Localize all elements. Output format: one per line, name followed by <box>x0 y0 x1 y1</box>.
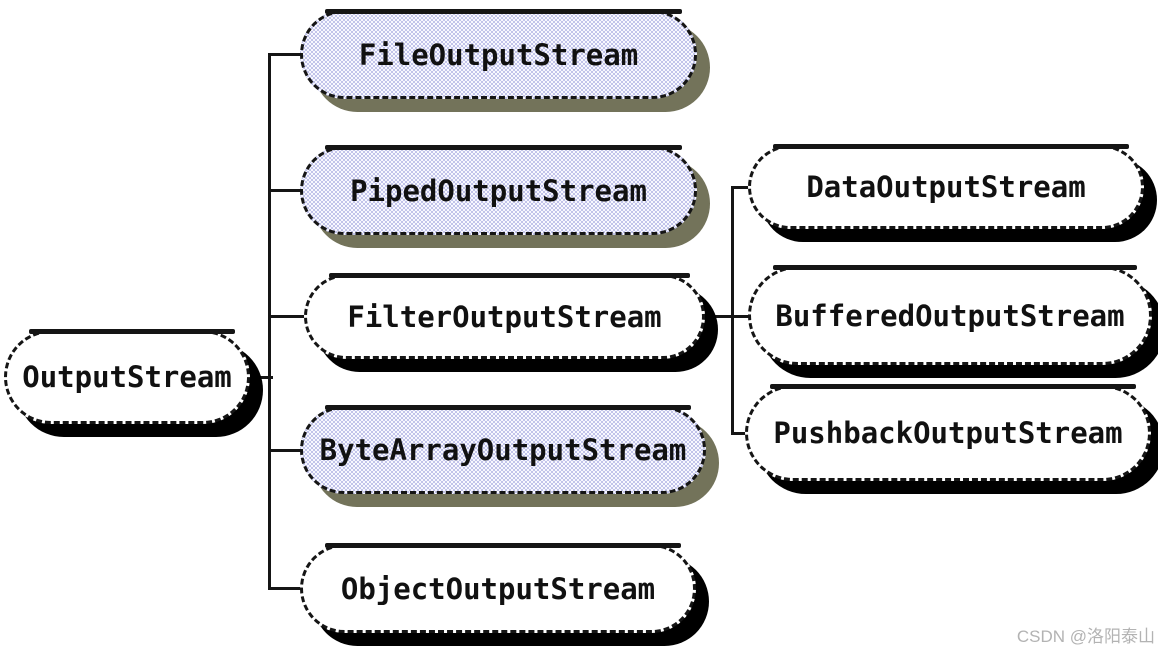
node-bytearrayoutputstream: ByteArrayOutputStream <box>300 405 706 494</box>
connector-trunk-level2 <box>268 54 271 590</box>
node-objectoutputstream: ObjectOutputStream <box>300 543 696 633</box>
watermark-text: CSDN @洛阳泰山 <box>1016 627 1155 646</box>
node-pushbackoutputstream: PushbackOutputStream <box>745 384 1151 481</box>
connector-root-to-trunk <box>245 376 273 379</box>
node-label: ByteArrayOutputStream <box>319 433 687 467</box>
node-bufferedoutputstream: BufferedOutputStream <box>748 265 1152 365</box>
csdn-watermark: CSDN @洛阳泰山 <box>985 622 1155 647</box>
connector-trunk-level3 <box>731 186 734 435</box>
connector-branch-bytearray <box>268 449 303 452</box>
node-dataoutputstream: DataOutputStream <box>748 144 1144 229</box>
connector-branch-pushback <box>731 432 748 435</box>
connector-branch-piped <box>268 189 303 192</box>
node-label: FileOutputStream <box>358 37 639 72</box>
connector-filter-to-buffered <box>703 315 751 318</box>
node-label: BufferedOutputStream <box>775 298 1125 333</box>
node-filteroutputstream: FilterOutputStream <box>304 273 705 359</box>
node-label: PipedOutputStream <box>350 173 647 208</box>
node-pipedoutputstream: PipedOutputStream <box>300 145 697 235</box>
node-label: FilterOutputStream <box>347 299 662 334</box>
connector-branch-file <box>268 53 303 56</box>
connector-branch-filter <box>268 315 307 318</box>
node-label: OutputStream <box>22 360 232 394</box>
connector-branch-data <box>731 186 751 189</box>
node-label: PushbackOutputStream <box>773 416 1123 450</box>
node-label: DataOutputStream <box>806 170 1086 204</box>
connector-branch-object <box>268 587 303 590</box>
node-label: ObjectOutputStream <box>340 571 656 606</box>
node-fileoutputstream: FileOutputStream <box>300 9 697 99</box>
node-outputstream: OutputStream <box>4 329 250 424</box>
